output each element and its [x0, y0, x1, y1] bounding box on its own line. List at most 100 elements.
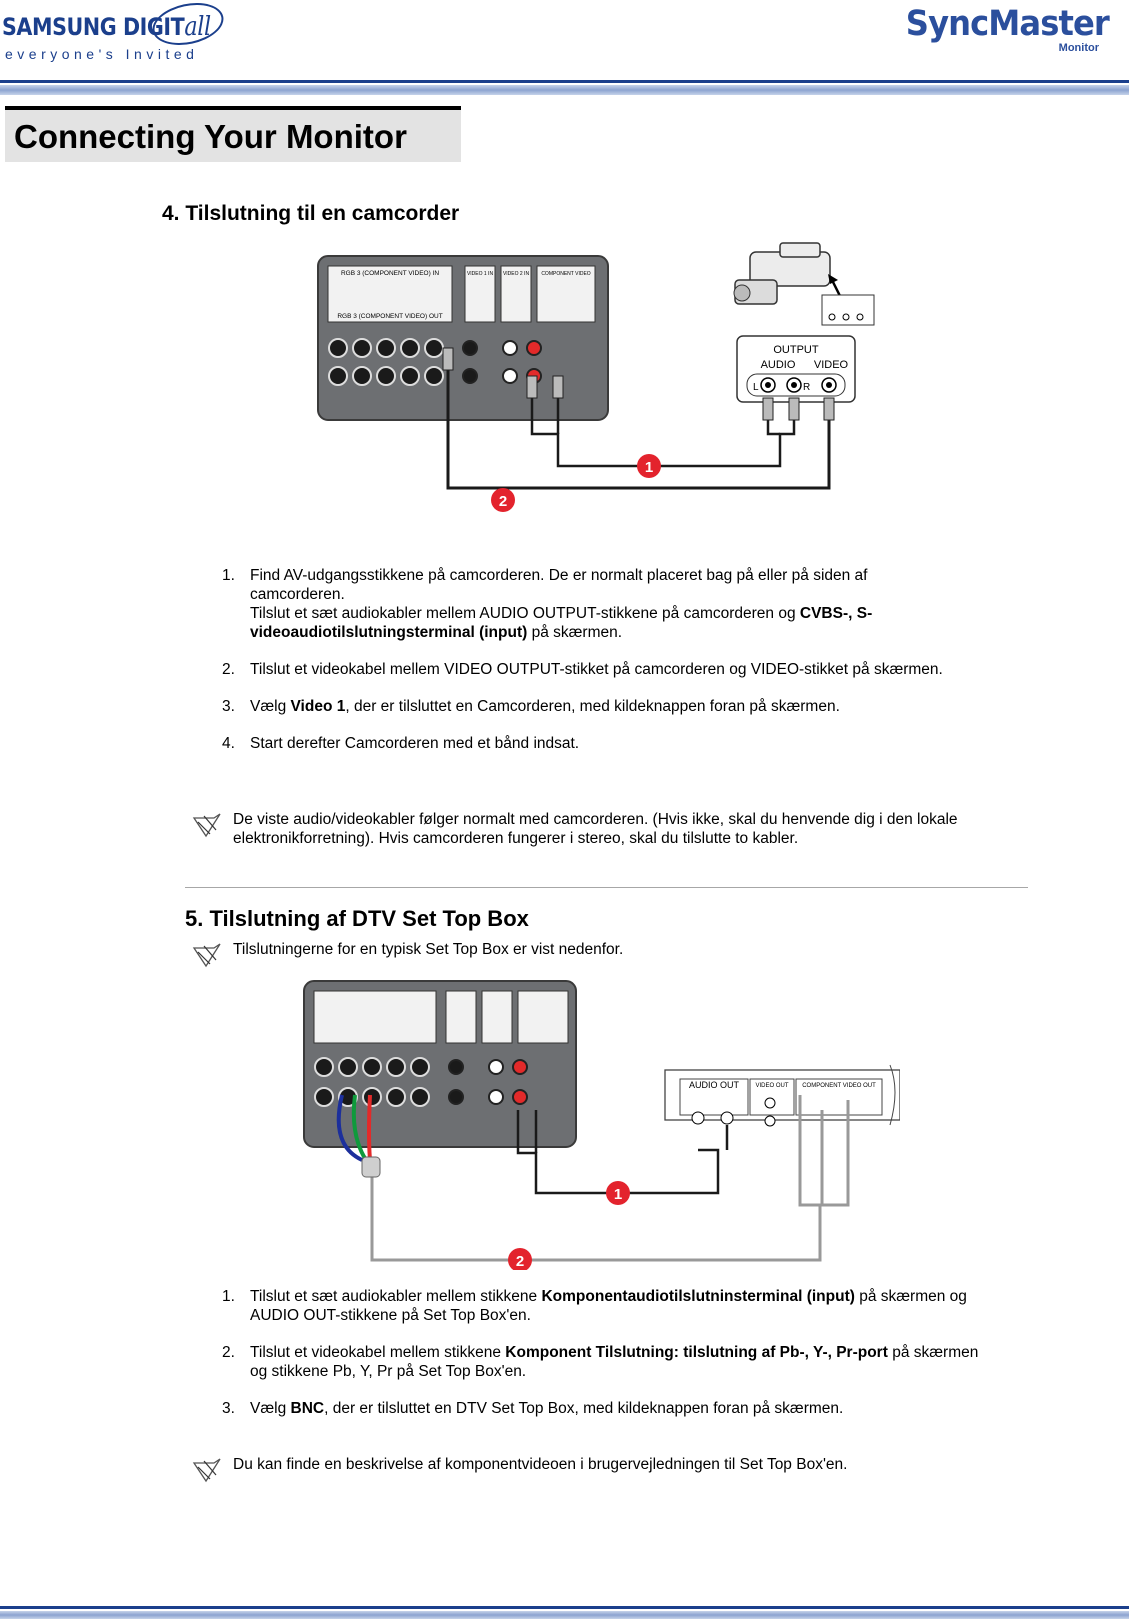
output-title: OUTPUT — [773, 344, 819, 356]
step-number: 4. — [222, 735, 235, 752]
step-number: 3. — [222, 698, 235, 715]
panel-label-rgb-in: RGB 3 (COMPONENT VIDEO) IN — [341, 270, 439, 277]
step-text: Tilslut et sæt audiokabler mellem stikke… — [250, 1288, 542, 1305]
panel-label-component: COMPONENT VIDEO — [541, 271, 590, 277]
rca-port — [488, 1059, 504, 1075]
svg-text:1: 1 — [614, 1186, 622, 1203]
footer-rule-band — [0, 1611, 1129, 1619]
cable-plugs — [442, 347, 835, 421]
rca-port — [512, 1059, 528, 1075]
section-4-heading: 4. Tilslutning til en camcorder — [162, 202, 460, 225]
step-item: 1. Tilslut et sæt audiokabler mellem stik… — [222, 1287, 992, 1325]
bnc-port — [424, 366, 444, 386]
bnc-port — [424, 338, 444, 358]
bnc-port — [386, 1057, 406, 1077]
bnc-port — [338, 1057, 358, 1077]
step-item: 3. Vælg Video 1, der er tilsluttet en Cam… — [222, 697, 962, 716]
stb-component-label: COMPONENT VIDEO OUT — [802, 1083, 876, 1089]
panel-label-rgb-out: RGB 3 (COMPONENT VIDEO) OUT — [337, 313, 442, 320]
section-4-steps: 1.Find AV-udgangsstikkene på camcorderen… — [222, 566, 962, 771]
syncmaster-logo: SyncMaster Monitor — [889, 4, 1110, 64]
bnc-port — [352, 338, 372, 358]
svg-text:2: 2 — [516, 1253, 524, 1270]
step-text: Vælg — [250, 698, 291, 715]
video-cable — [370, 1095, 850, 1262]
step-text: , der er tilsluttet en Camcorderen, med … — [345, 698, 840, 715]
settopbox-connection-diagram: AUDIO OUT VIDEO OUT COMPONENT VIDEO OUT … — [303, 980, 900, 1270]
rca-port — [502, 368, 518, 384]
rca-port — [502, 340, 518, 356]
step-text: , der er tilsluttet en DTV Set Top Box, … — [324, 1400, 844, 1417]
cable-joiner — [361, 1156, 381, 1178]
step-item: 1.Find AV-udgangsstikkene på camcorderen… — [222, 566, 962, 642]
samsung-logo: SAMSUNG DIGITall everyone's Invited — [2, 0, 228, 64]
camcorder-illustration — [733, 242, 875, 326]
syncmaster-sub: Monitor — [1058, 42, 1099, 54]
stb-video-out-label: VIDEO OUT — [755, 1083, 788, 1089]
step-text: Tilslut et sæt audiokabler mellem AUDIO … — [250, 605, 800, 622]
footer-rule — [0, 1606, 1129, 1609]
bnc-port — [352, 366, 372, 386]
blue-cable — [336, 1094, 363, 1162]
output-r-label: R — [803, 382, 810, 393]
step-item: 2.Tilslut et videokabel mellem VIDEO OUT… — [222, 660, 962, 679]
step-text: på skærmen. — [527, 624, 623, 641]
section-5-steps: 1. Tilslut et sæt audiokabler mellem stik… — [222, 1287, 992, 1436]
bnc-port — [328, 366, 348, 386]
rca-port — [512, 1089, 528, 1105]
step-emphasis: Komponentaudiotilslutninsterminal (input… — [541, 1288, 855, 1305]
section-divider — [185, 887, 1028, 888]
samsung-wordmark: SAMSUNG DIGITall — [2, 12, 211, 42]
syncmaster-wordmark: SyncMaster — [905, 4, 1110, 44]
step-number: 1. — [222, 1288, 235, 1305]
bnc-port — [386, 1087, 406, 1107]
step-number: 2. — [222, 661, 235, 678]
marker-2: 2 — [508, 1248, 532, 1270]
bnc-port — [362, 1057, 382, 1077]
step-emphasis: Komponent Tilslutning: tilslutning af Pb… — [505, 1344, 888, 1361]
svg-text:1: 1 — [645, 459, 653, 476]
section-5-intro-text: Tilslutningerne for en typisk Set Top Bo… — [233, 941, 624, 958]
section-4-note-text: De viste audio/videokabler følger normal… — [233, 811, 958, 847]
marker-2: 2 — [491, 488, 515, 512]
bnc-port — [314, 1057, 334, 1077]
red-cable — [367, 1094, 372, 1161]
camcorder-connection-diagram: RGB 3 (COMPONENT VIDEO) IN RGB 3 (COMPON… — [317, 242, 875, 512]
marker-1: 1 — [637, 454, 661, 478]
bnc-port — [400, 366, 420, 386]
rca-port — [488, 1089, 504, 1105]
bnc-port — [376, 338, 396, 358]
svg-text:2: 2 — [499, 493, 507, 510]
bnc-port — [376, 366, 396, 386]
bnc-port — [362, 1087, 382, 1107]
panel-ports — [328, 338, 542, 386]
panel-label-video1-in: VIDEO 1 IN — [467, 271, 494, 277]
samsung-tagline: everyone's Invited — [5, 46, 199, 62]
audio-cable — [516, 1110, 729, 1195]
step-emphasis: Video 1 — [290, 698, 346, 715]
section-5-intro-note: Tilslutningerne for en typisk Set Top Bo… — [192, 940, 1012, 968]
bnc-port — [410, 1057, 430, 1077]
note-icon — [192, 813, 221, 838]
bnc-port — [400, 338, 420, 358]
rca-port — [448, 1059, 464, 1075]
note-icon — [192, 1458, 221, 1483]
step-item: 3.Vælg BNC, der er tilsluttet en DTV Set… — [222, 1399, 992, 1418]
output-l-label: L — [753, 382, 759, 393]
output-audio-label: AUDIO — [761, 359, 796, 371]
video-cable — [446, 358, 831, 490]
step-item: 2.Tilslut et videokabel mellem stikkene … — [222, 1343, 992, 1381]
step-text: Start derefter Camcorderen med et bånd i… — [250, 735, 580, 752]
bnc-port — [328, 338, 348, 358]
bnc-port — [410, 1087, 430, 1107]
step-text: på skærmen og AUDIO OUT-stikkene på Set … — [250, 1288, 967, 1324]
rca-port — [462, 340, 478, 356]
step-number: 1. — [222, 567, 235, 584]
step-text: på skærmen og stikkene Pb, Y, Pr på Set … — [250, 1344, 979, 1380]
step-number: 3. — [222, 1400, 235, 1417]
bnc-port — [314, 1087, 334, 1107]
step-emphasis: BNC — [290, 1400, 325, 1417]
output-video-label: VIDEO — [814, 359, 849, 371]
rca-port — [526, 340, 542, 356]
marker-1: 1 — [606, 1181, 630, 1205]
